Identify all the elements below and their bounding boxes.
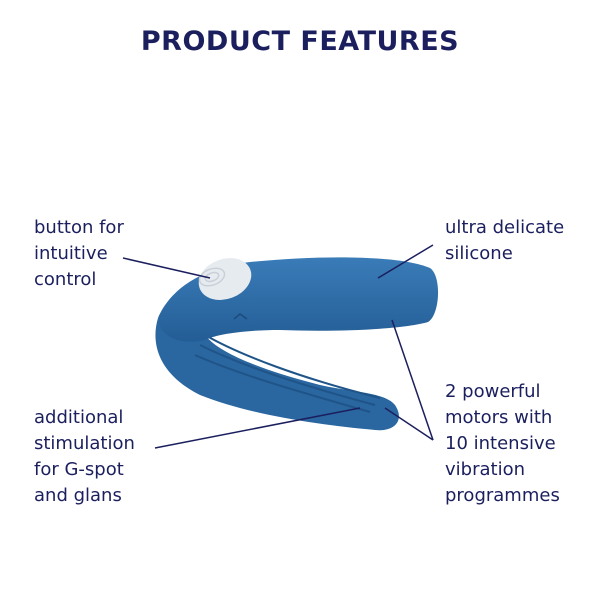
text-line: ultra delicate xyxy=(445,217,565,238)
text-line: vibration xyxy=(445,459,525,480)
text-line: stimulation xyxy=(34,433,135,454)
callout-lines xyxy=(122,244,434,449)
text-line: motors with xyxy=(445,407,553,428)
text-line: programmes xyxy=(445,485,560,506)
text-line: additional xyxy=(34,407,124,428)
text-line: button for xyxy=(34,217,124,238)
text-line: 10 intensive xyxy=(445,433,556,454)
feature-button-label: button for intuitive control xyxy=(34,215,124,293)
text-line: 2 powerful xyxy=(445,381,541,402)
page-title: PRODUCT FEATURES xyxy=(140,26,460,57)
feature-motors-label: 2 powerful motors with 10 intensive vibr… xyxy=(445,379,560,509)
text-line: and glans xyxy=(34,485,122,506)
feature-stimulation-label: additional stimulation for G-spot and gl… xyxy=(34,405,135,509)
product-body xyxy=(155,257,439,431)
text-line: for G-spot xyxy=(34,459,124,480)
text-line: control xyxy=(34,269,97,290)
text-line: intuitive xyxy=(34,243,108,264)
text-line: silicone xyxy=(445,243,513,264)
feature-silicone-label: ultra delicate silicone xyxy=(445,215,564,267)
